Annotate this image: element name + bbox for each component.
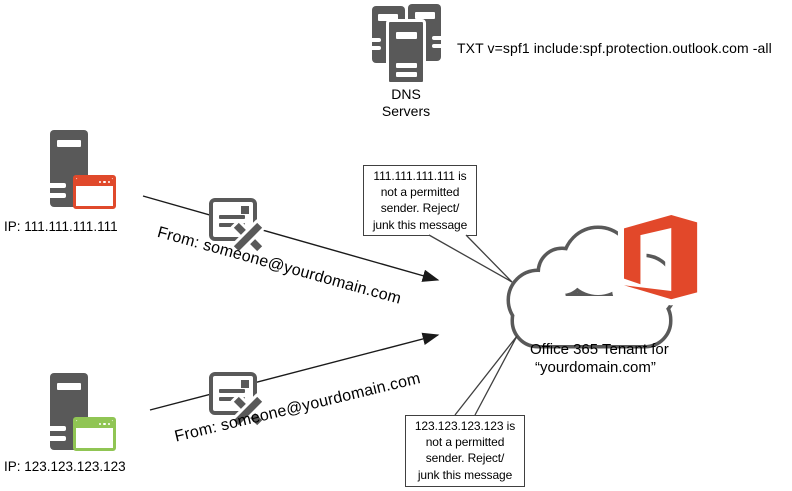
- browser-window-icon-green: [73, 417, 116, 451]
- sender1-ip-label: IP: 111.111.111.111: [4, 219, 118, 234]
- flow-arrow-top: [142, 195, 440, 282]
- browser-window-icon-red: [73, 175, 116, 209]
- sender2-ip-label: IP: 123.123.123.123: [4, 459, 126, 474]
- callout-reject-2: 123.123.123.123 is not a permitted sende…: [405, 415, 525, 487]
- callout-reject-1: 111.111.111.111 is not a permitted sende…: [363, 165, 477, 236]
- spf-txt-record-label: TXT v=spf1 include:spf.protection.outloo…: [457, 40, 772, 56]
- flow-arrow-bottom: [149, 332, 440, 411]
- stamp-icon: [241, 380, 249, 388]
- office-365-logo: [617, 208, 704, 306]
- dns-servers-label: DNS Servers: [381, 86, 431, 119]
- tenant-label: Office 365 Tenant for “yourdomain.com”: [530, 341, 669, 376]
- stamp-icon: [241, 206, 249, 214]
